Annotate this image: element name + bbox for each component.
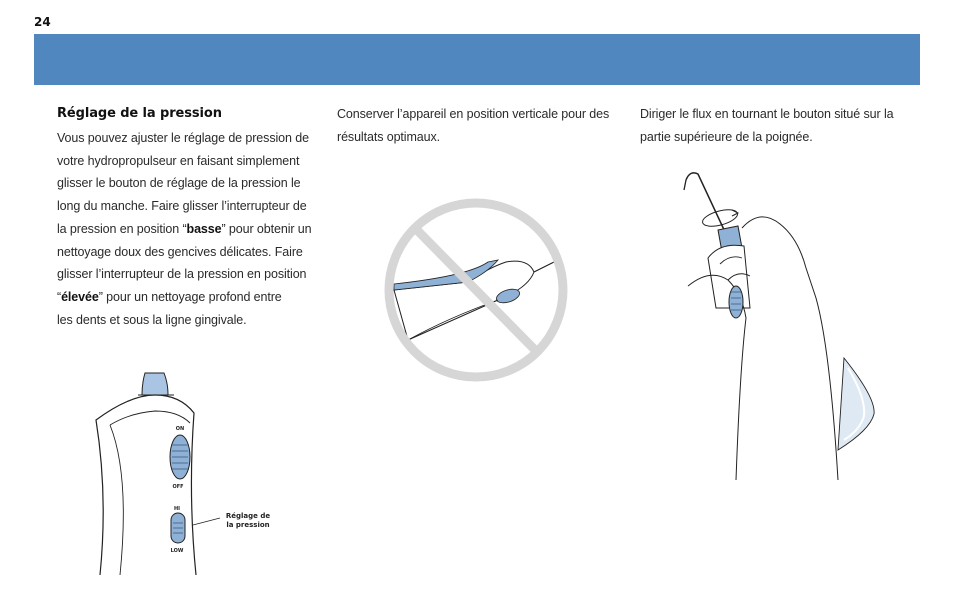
low-setting-term: basse: [186, 221, 222, 236]
rotate-tip-text: Diriger le flux en tournant le bouton si…: [640, 107, 894, 144]
header-banner: [34, 34, 920, 85]
pressure-callout-line1: Réglage de: [226, 512, 270, 520]
prohibited-horizontal-illustration: [384, 198, 568, 382]
column-rotate-tip: Diriger le flux en tournant le bouton si…: [640, 103, 915, 148]
high-setting-term: élevée: [61, 289, 99, 304]
hi-label: HI: [174, 506, 180, 512]
pressure-callout-line2: la pression: [226, 521, 269, 529]
off-label: OFF: [172, 484, 183, 490]
page-number: 24: [34, 15, 51, 29]
low-label: LOW: [171, 548, 184, 554]
on-label: ON: [176, 426, 184, 432]
handle-illustration: ON OFF HI LOW Réglage de la pression: [95, 372, 270, 576]
pressure-instructions-end: les dents et sous la ligne gingivale.: [57, 312, 247, 327]
pressure-instructions: Vous pouvez ajuster le réglage de pressi…: [57, 131, 312, 304]
section-heading: Réglage de la pression: [57, 106, 222, 121]
column-pressure-adjustment: Réglage de la pression Vous pouvez ajust…: [57, 103, 317, 331]
hand-rotating-tip-illustration: [683, 172, 875, 481]
vertical-position-text: Conserver l’appareil en position vertica…: [337, 107, 610, 144]
column-vertical-position: Conserver l’appareil en position vertica…: [337, 103, 617, 148]
